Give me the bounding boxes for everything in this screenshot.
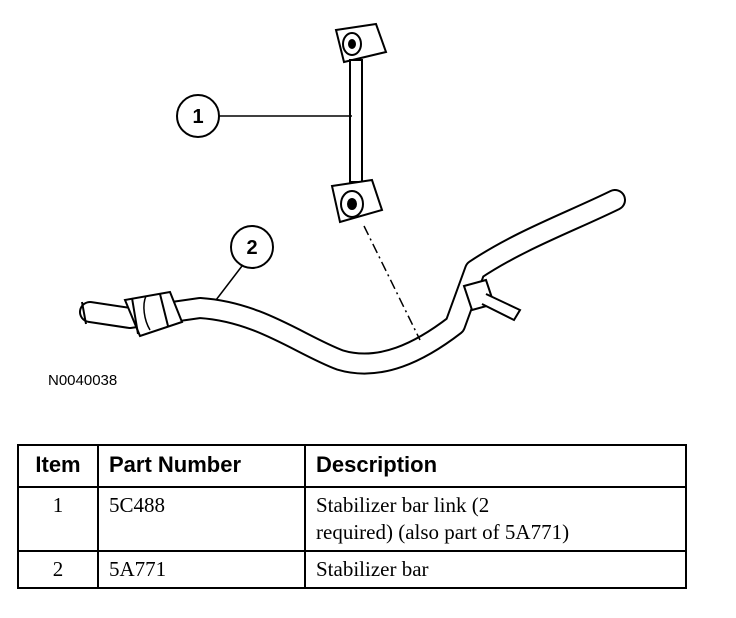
table-row: 1 5C488 Stabilizer bar link (2 required)… xyxy=(17,486,687,552)
callout-2: 2 xyxy=(215,225,274,301)
parts-table: Item Part Number Description 1 5C488 Sta… xyxy=(17,444,687,589)
header-part-number: Part Number xyxy=(97,444,306,488)
callout-1-number: 1 xyxy=(192,106,203,128)
stabilizer-bar xyxy=(79,189,626,375)
row-description-line: Stabilizer bar link (2 xyxy=(316,493,490,517)
callout-1: 1 xyxy=(176,94,352,138)
stabilizer-bar-link xyxy=(330,22,421,341)
header-description: Description xyxy=(304,444,687,488)
table-row: 2 5A771 Stabilizer bar xyxy=(17,550,687,589)
callout-2-number: 2 xyxy=(246,237,257,259)
header-item: Item xyxy=(17,444,99,488)
table-header-row: Item Part Number Description xyxy=(17,444,687,488)
stabilizer-bar-diagram: 1 2 N0040038 xyxy=(48,22,626,389)
row-description-line: Stabilizer bar xyxy=(316,557,429,581)
row-item: 1 xyxy=(17,486,99,552)
row-part-number: 5C488 xyxy=(97,486,306,552)
row-description: Stabilizer bar link (2 required) (also p… xyxy=(304,486,687,552)
row-part-number: 5A771 xyxy=(97,550,306,589)
row-description-line: required) (also part of 5A771) xyxy=(316,520,570,544)
figure-id-label: N0040038 xyxy=(48,372,117,389)
row-item: 2 xyxy=(17,550,99,589)
row-description: Stabilizer bar xyxy=(304,550,687,589)
